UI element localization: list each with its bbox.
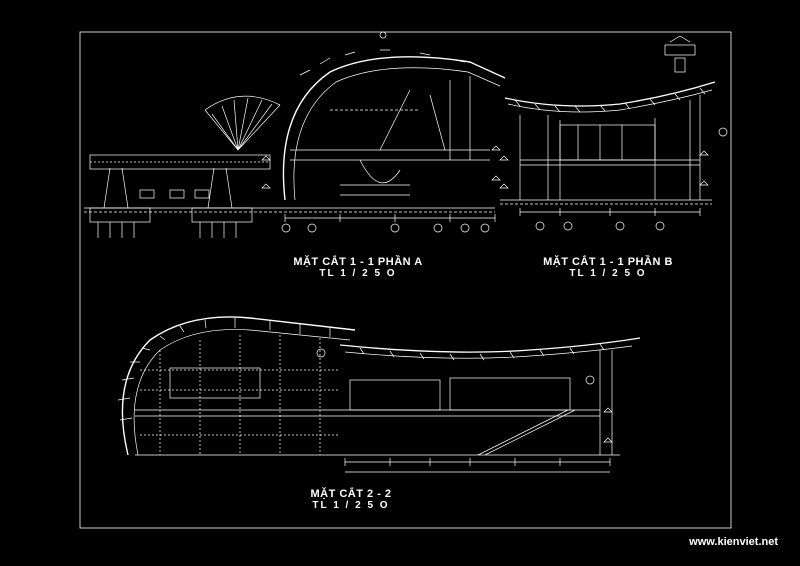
section-1b-title: MẶT CẮT 1 - 1 PHẦN B [543,256,673,268]
sheet-frame [79,31,732,529]
section-1b-drawing [499,35,728,231]
section-1b-title-block: MẶT CẮT 1 - 1 PHẦN B TL 1 / 2 5 O [538,256,678,279]
section-1a-drawing [84,31,506,238]
section-1a-title-block: MẶT CẮT 1 - 1 PHẦN A TL 1 / 2 5 O [288,256,428,279]
section-1b-scale: TL 1 / 2 5 O [569,268,647,279]
section-1a-title: MẶT CẮT 1 - 1 PHẦN A [293,256,423,268]
watermark: www.kienviet.net [689,536,778,548]
section-2-scale: TL 1 / 2 5 O [312,500,390,511]
section-1a-scale: TL 1 / 2 5 O [319,268,397,279]
section-2-title-block: MẶT CẮT 2 - 2 TL 1 / 2 5 O [296,488,406,511]
section-2-drawing [117,316,641,473]
section-2-title: MẶT CẮT 2 - 2 [310,488,392,500]
